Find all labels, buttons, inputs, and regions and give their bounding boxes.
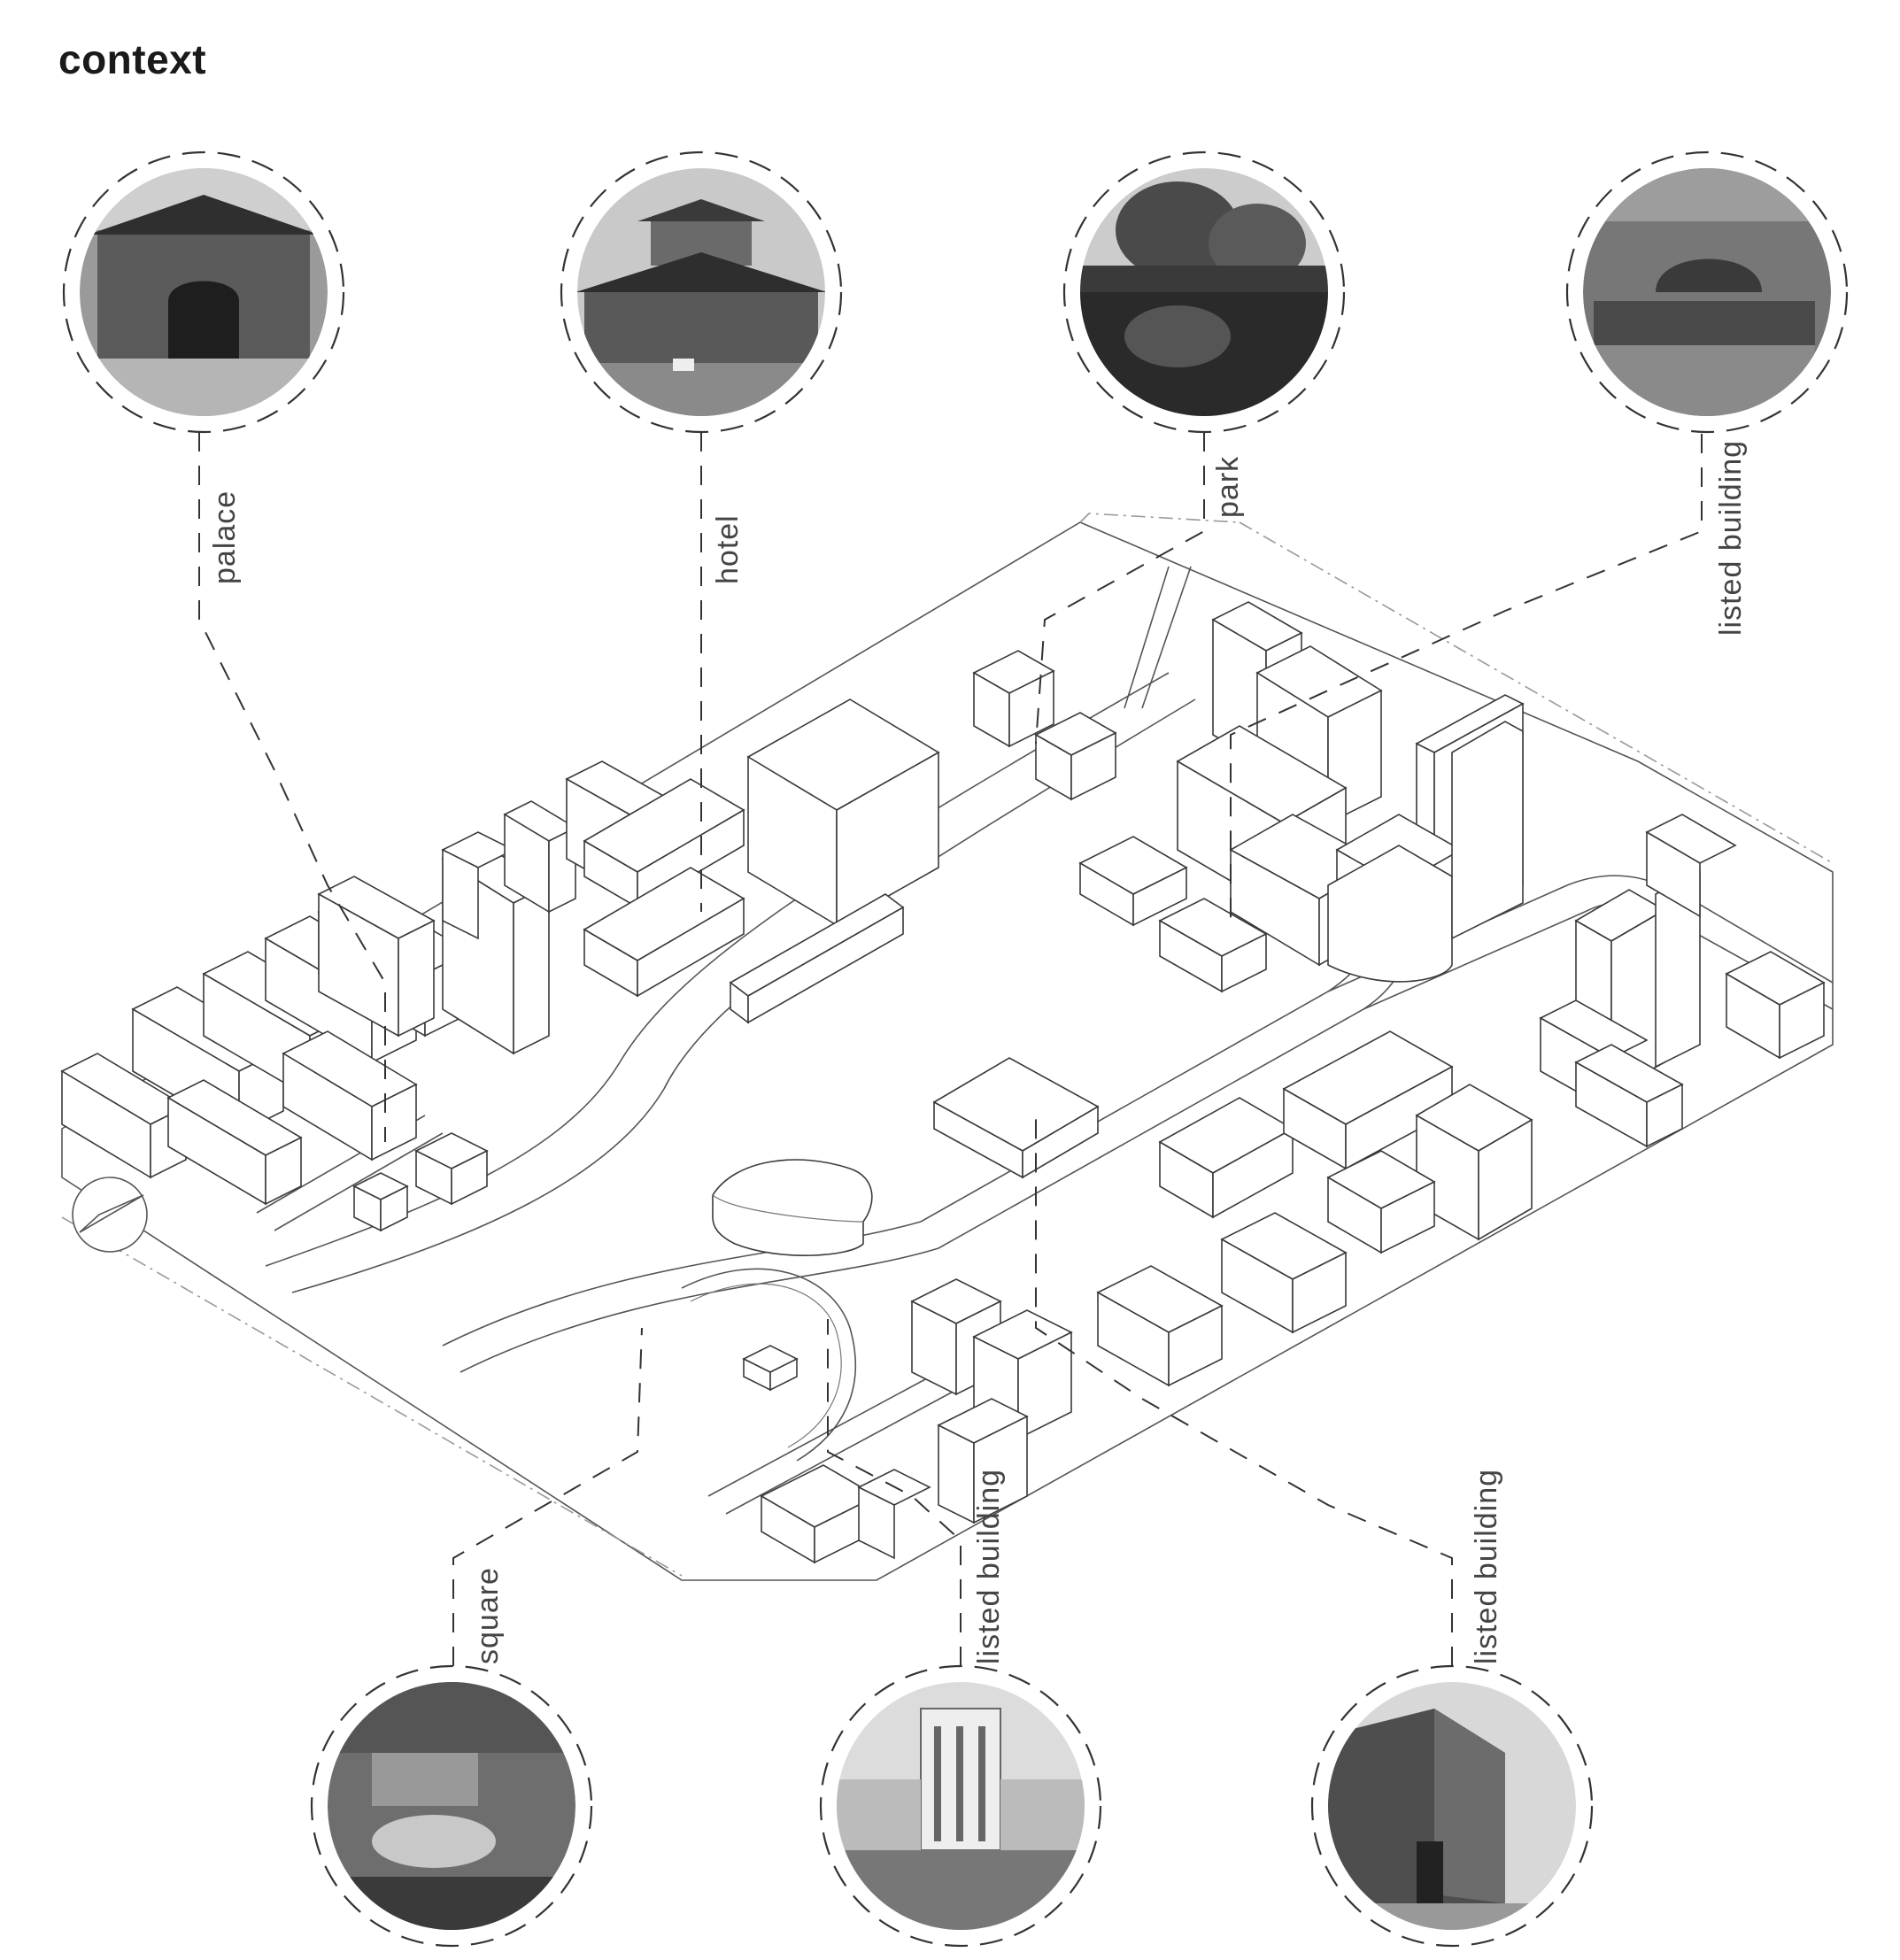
photo-square xyxy=(312,1666,591,1946)
photo-listed-building-bottom-2 xyxy=(1312,1666,1592,1946)
building xyxy=(1452,721,1523,938)
photo-hotel xyxy=(561,152,841,432)
label-listed-building-bottom-2: listed building xyxy=(1470,1469,1503,1664)
photo-listed-building-bottom-1 xyxy=(821,1666,1101,1946)
label-palace: palace xyxy=(208,490,242,584)
leader-line-park xyxy=(1036,432,1204,744)
site-dashdot-boundary xyxy=(62,1217,682,1576)
buildings xyxy=(62,602,1824,1563)
photo-palace xyxy=(64,152,344,432)
label-listed-building-top: listed building xyxy=(1714,440,1748,636)
building xyxy=(398,921,434,1036)
label-listed-building-bottom-1: listed building xyxy=(972,1469,1006,1664)
photo-listed-building-top xyxy=(1567,152,1847,432)
curved-pavilion xyxy=(713,1160,872,1255)
building xyxy=(514,885,549,1053)
north-arrow-icon xyxy=(73,1177,147,1252)
label-park: park xyxy=(1211,456,1245,518)
north-road xyxy=(1124,567,1191,708)
label-square: square xyxy=(471,1567,505,1664)
label-hotel: hotel xyxy=(711,514,745,584)
photo-park xyxy=(1064,152,1344,432)
listed-building-south xyxy=(938,1425,974,1523)
